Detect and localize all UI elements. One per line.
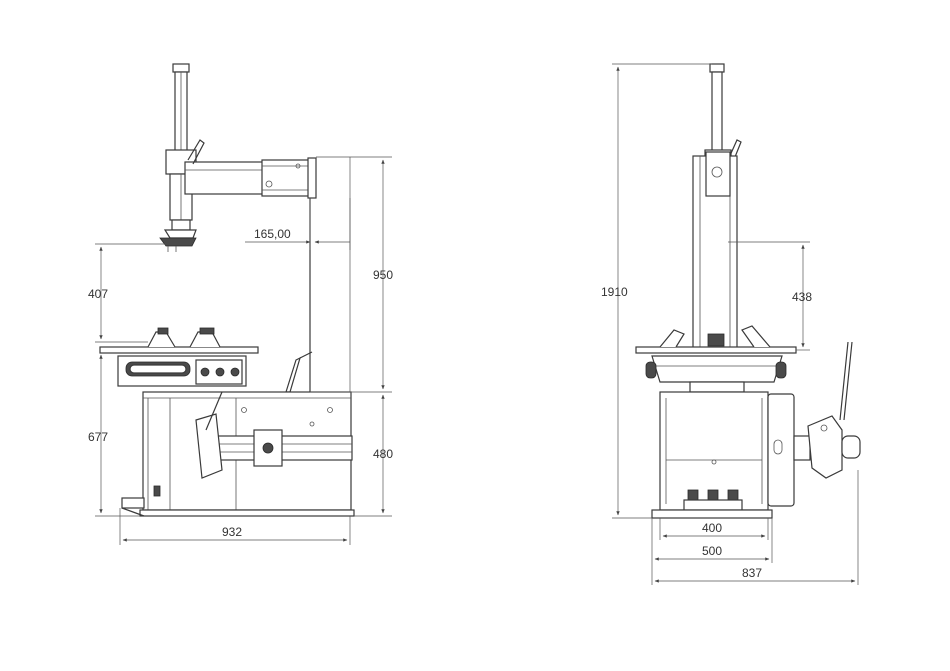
side-arm [165,139,317,221]
dim-front-head-to-table: 438 [728,241,812,351]
side-view: 165,00 950 480 407 677 [88,63,393,545]
dim-overall-width-label: 837 [742,566,762,580]
front-turntable [635,325,797,393]
dim-front-head-to-table-label: 438 [792,290,812,304]
dim-side-total-height-label: 950 [373,268,393,282]
front-cabinet [651,391,795,519]
dim-arm-offset-label: 165,00 [254,227,291,241]
dim-side-width-label: 932 [222,525,242,539]
dim-front-widths: 400 500 837 [651,470,859,585]
side-mount-head [159,219,197,252]
dim-cabinet-height: 480 [354,394,393,517]
dim-side-head-to-table: 407 [88,243,166,343]
side-turntable [99,327,259,387]
front-column [692,63,742,353]
dim-side-total-height: 950 [310,156,393,393]
dim-front-total-height: 1910 [601,63,712,519]
dim-base-inner-label: 400 [702,521,722,535]
front-view: 1910 438 400 500 837 [601,63,861,585]
dim-base-outer-label: 500 [702,544,722,558]
dim-cabinet-height-label: 480 [373,447,393,461]
dim-table-height: 677 [88,354,140,517]
dim-side-head-to-table-label: 407 [88,287,108,301]
side-column [172,63,190,153]
dim-table-height-label: 677 [88,430,108,444]
side-blade-arm [285,356,301,393]
side-cabinet [121,391,355,517]
dim-side-width: 932 [119,508,351,545]
front-bead-breaker [793,341,861,479]
dim-arm-offset: 165,00 [245,198,351,250]
dim-front-total-height-label: 1910 [601,285,628,299]
